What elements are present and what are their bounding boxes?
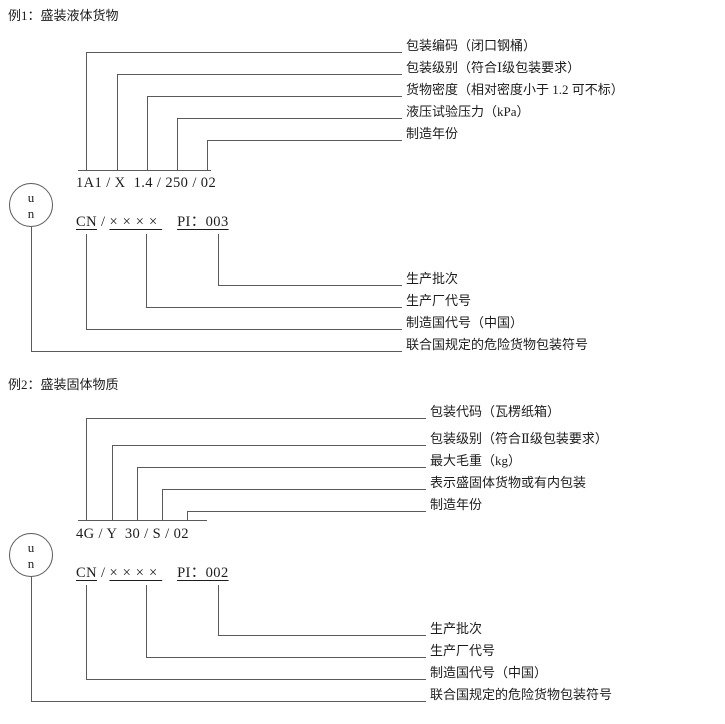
country-code: CN [76, 565, 97, 581]
label-manufacture-year: 制造年份 [430, 497, 483, 512]
leader-line-v [187, 511, 188, 520]
label-max-gross-weight: 最大毛重（kg） [430, 453, 522, 468]
code-overbar [78, 170, 211, 171]
leader-line-v [86, 418, 87, 520]
leader-line-h [218, 635, 426, 636]
separator: / [96, 565, 110, 581]
batch-code: PI：003 [177, 214, 229, 230]
un-symbol-n: n [27, 205, 35, 221]
leader-line-h [187, 511, 426, 512]
label-packaging-code: 包装编码（闭口钢桶） [406, 38, 537, 53]
label-cargo-density: 货物密度（相对密度小于 1.2 可不标） [406, 82, 624, 97]
leader-line-v [31, 577, 32, 701]
packaging-mark-line2: CN / ×××× PI：002 [76, 565, 229, 582]
label-factory-code: 生产厂代号 [430, 643, 496, 658]
leader-line-h [117, 74, 402, 75]
leader-line-h [207, 140, 402, 141]
leader-line-v [112, 445, 113, 520]
leader-line-h [31, 351, 402, 352]
factory-code: ×××× [109, 214, 163, 230]
code-overbar [78, 520, 207, 521]
leader-line-v [86, 585, 87, 679]
label-manufacture-year: 制造年份 [406, 126, 459, 141]
leader-line-h [147, 96, 402, 97]
label-country-code: 制造国代号（中国） [406, 315, 524, 330]
leader-line-v [207, 140, 208, 170]
label-packaging-code: 包装代码（瓦楞纸箱） [430, 404, 561, 419]
leader-line-v [86, 52, 87, 170]
un-symbol-n: n [27, 555, 35, 571]
label-test-pressure: 液压试验压力（kPa） [406, 104, 530, 119]
packaging-mark-code: 1A1 / X 1.4 / 250 / 02 [76, 175, 217, 191]
un-symbol-u: u [27, 189, 35, 205]
leader-line-v [137, 467, 138, 520]
separator: / [96, 214, 110, 230]
label-production-batch: 生产批次 [430, 621, 483, 636]
label-factory-code: 生产厂代号 [406, 293, 472, 308]
leader-line-h [218, 285, 402, 286]
leader-line-v [86, 234, 87, 329]
leader-line-h [112, 445, 426, 446]
label-country-code: 制造国代号（中国） [430, 665, 548, 680]
gap [162, 565, 177, 581]
leader-line-h [162, 489, 426, 490]
leader-line-v [117, 74, 118, 170]
leader-line-h [86, 329, 402, 330]
leader-line-h [86, 679, 426, 680]
leader-line-v [177, 118, 178, 170]
leader-line-h [86, 418, 426, 419]
example1-title: 例1：盛装液体货物 [8, 8, 119, 23]
leader-line-h [146, 657, 426, 658]
leader-line-h [137, 467, 426, 468]
label-un-symbol: 联合国规定的危险货物包装符号 [406, 337, 589, 352]
leader-line-v [146, 585, 147, 657]
leader-line-v [218, 234, 219, 285]
leader-line-h [86, 52, 402, 53]
leader-line-h [177, 118, 402, 119]
batch-code: PI：002 [177, 565, 229, 581]
leader-line-h [31, 701, 426, 702]
leader-line-v [218, 585, 219, 635]
country-code: CN [76, 214, 97, 230]
un-symbol: u n [9, 533, 53, 577]
label-un-symbol: 联合国规定的危险货物包装符号 [430, 687, 613, 702]
packaging-mark-line2: CN / ×××× PI：003 [76, 214, 229, 231]
label-production-batch: 生产批次 [406, 271, 459, 286]
leader-line-v [146, 234, 147, 307]
gap [162, 214, 177, 230]
leader-line-h [146, 307, 402, 308]
leader-line-v [162, 489, 163, 520]
label-packaging-level: 包装级别（符合Ⅰ级包装要求） [406, 60, 581, 75]
example2-title: 例2：盛装固体物质 [8, 377, 119, 392]
un-symbol: u n [9, 183, 53, 227]
label-solid-or-inner: 表示盛固体货物或有内包装 [430, 475, 587, 490]
packaging-mark-code: 4G / Y 30 / S / 02 [76, 526, 189, 542]
un-symbol-u: u [27, 539, 35, 555]
factory-code: ×××× [109, 565, 163, 581]
leader-line-v [31, 227, 32, 351]
label-packaging-level: 包装级别（符合Ⅱ级包装要求） [430, 431, 608, 446]
leader-line-v [147, 96, 148, 170]
